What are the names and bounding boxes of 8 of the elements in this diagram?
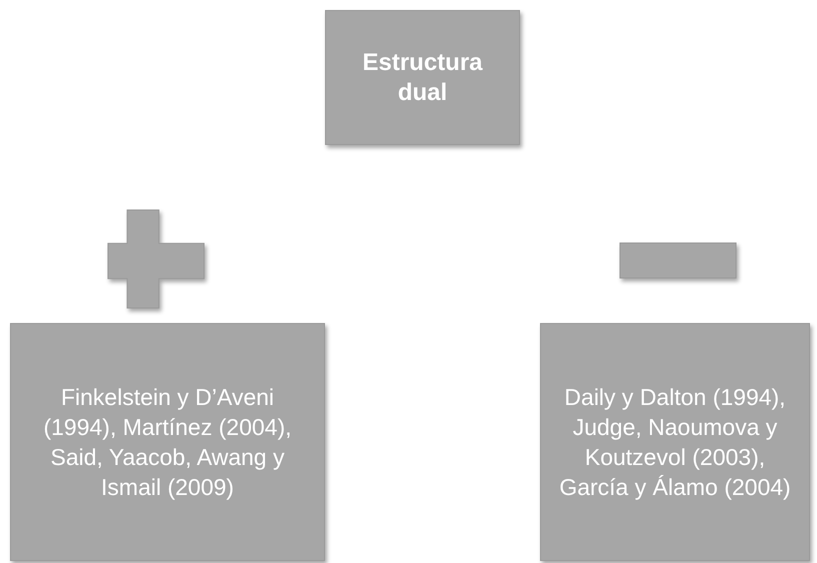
title-text: Estructura dual	[361, 48, 484, 108]
title-box	[325, 10, 520, 145]
reference-text: Daily y Dalton (1994), Judge, Naoumova y Koutzevol (2003), García y Álamo (2004)	[558, 383, 792, 502]
reference-box	[10, 323, 325, 561]
reference-box	[540, 323, 810, 561]
reference-text: Finkelstein y D’Aveni (1994), Martínez (2004), Said, Yaacob, Awang y Ismail (2009)	[42, 383, 292, 502]
plus-sign-shape	[108, 210, 204, 308]
minus-sign-shape	[620, 243, 736, 278]
